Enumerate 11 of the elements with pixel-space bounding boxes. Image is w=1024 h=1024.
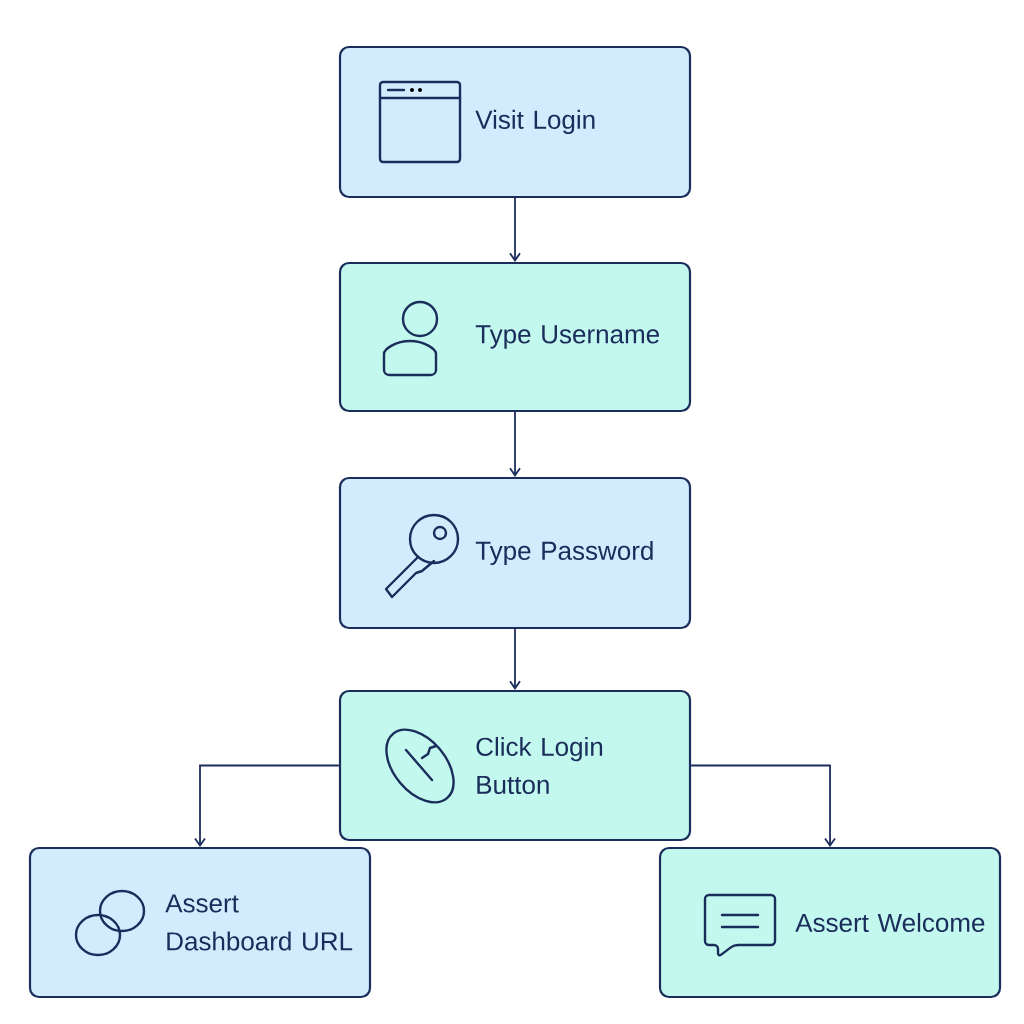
process-box: Visit Login bbox=[338, 45, 692, 199]
process-box: Type Password bbox=[338, 476, 692, 630]
process-box: Type Username bbox=[338, 261, 692, 413]
process-box: Assert Welcome bbox=[658, 846, 1002, 999]
arrow bbox=[509, 411, 521, 477]
process-box: Assert Dashboard URL bbox=[28, 846, 372, 999]
arrow bbox=[690, 764, 836, 847]
arrow bbox=[509, 628, 521, 690]
arrow bbox=[194, 764, 340, 847]
process-box: Click Login Button bbox=[338, 689, 692, 842]
arrow bbox=[509, 197, 521, 262]
